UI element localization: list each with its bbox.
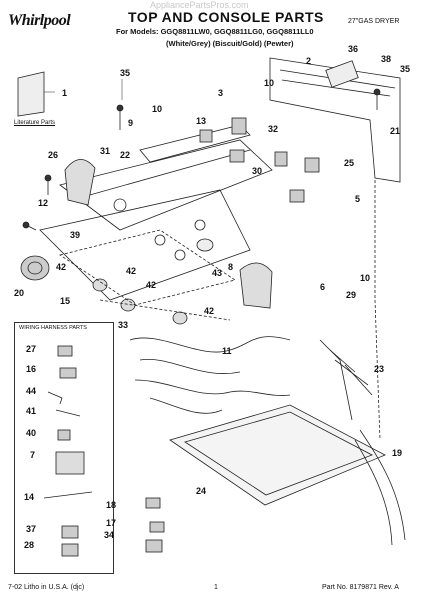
- callout-39: 39: [70, 230, 81, 240]
- switch-32: [274, 151, 288, 167]
- callout-28: 28: [24, 540, 35, 550]
- callout-5: 5: [355, 194, 361, 204]
- product-label: 27"GAS DRYER: [348, 18, 400, 25]
- switch-3: [231, 117, 247, 135]
- callout-15: 15: [60, 296, 71, 306]
- callout-42b: 42: [126, 266, 137, 276]
- callout-2: 2: [306, 56, 312, 66]
- models-line: For Models: GGQ8811LW0, GGQ8811LG0, GGQ8…: [116, 27, 314, 36]
- callout-30: 30: [252, 166, 263, 176]
- callout-37: 37: [26, 524, 37, 534]
- callout-11: 11: [222, 346, 232, 356]
- switch-5: [289, 189, 305, 203]
- callout-43: 43: [212, 268, 223, 278]
- callout-44: 44: [26, 386, 37, 396]
- callout-27: 27: [26, 344, 37, 354]
- callout-19: 19: [392, 448, 403, 458]
- callout-3: 3: [218, 88, 224, 98]
- brand-logo: Whirlpool: [8, 12, 71, 29]
- callout-41: 41: [26, 406, 37, 416]
- callout-35a: 35: [120, 68, 131, 78]
- console-lower-panel: [39, 189, 251, 301]
- callout-13: 13: [196, 116, 207, 126]
- callout-12: 12: [38, 198, 49, 208]
- footer-litho: 7-02 Litho in U.S.A. (djc): [8, 584, 85, 591]
- callout-22: 22: [120, 150, 131, 160]
- callout-7: 7: [30, 450, 36, 460]
- callout-10b: 10: [264, 78, 275, 88]
- callout-8: 8: [228, 262, 234, 272]
- callout-20: 20: [14, 288, 25, 298]
- wiring-harness-box: WIRING HARNESS PARTS: [14, 322, 114, 574]
- switch-13: [199, 129, 213, 143]
- literature-booklet: [17, 71, 45, 117]
- top-panel: [169, 404, 386, 506]
- callout-21: 21: [390, 126, 401, 136]
- switch-25: [304, 157, 320, 173]
- callout-9: 9: [128, 118, 134, 128]
- console-back-panel: [269, 57, 401, 183]
- callout-10a: 10: [152, 104, 163, 114]
- callout-34: 34: [104, 530, 115, 540]
- callout-42d: 42: [204, 306, 215, 316]
- callout-42a: 42: [56, 262, 67, 272]
- callout-31: 31: [100, 146, 111, 156]
- callout-36: 36: [348, 44, 359, 54]
- badge: [325, 60, 359, 88]
- footer-part-number: Part No. 8179871 Rev. A: [322, 584, 399, 591]
- callout-29: 29: [346, 290, 357, 300]
- switch-30: [229, 149, 245, 163]
- callout-32: 32: [268, 124, 279, 134]
- console-front: [59, 139, 273, 231]
- callout-35b: 35: [400, 64, 411, 74]
- end-cap-right: [239, 262, 273, 309]
- callout-1: 1: [62, 88, 68, 98]
- callout-14: 14: [24, 492, 35, 502]
- page-title: TOP AND CONSOLE PARTS: [128, 9, 324, 25]
- harness-19: [359, 429, 406, 541]
- callout-10c: 10: [360, 273, 371, 283]
- callout-38: 38: [381, 54, 392, 64]
- callout-26: 26: [48, 150, 59, 160]
- callout-16: 16: [26, 364, 37, 374]
- footer-page-number: 1: [214, 584, 218, 591]
- callout-18: 18: [106, 500, 117, 510]
- callout-42c: 42: [146, 280, 157, 290]
- callout-17: 17: [106, 518, 117, 528]
- callout-40: 40: [26, 428, 37, 438]
- callout-23: 23: [374, 364, 385, 374]
- callout-24: 24: [196, 486, 207, 496]
- literature-label: Literature Parts: [14, 120, 56, 126]
- end-cap-left: [64, 159, 96, 206]
- wiring-harness: [129, 336, 291, 353]
- harness-title: WIRING HARNESS PARTS: [19, 325, 87, 331]
- timer-knob: [20, 255, 50, 281]
- callout-25: 25: [344, 158, 355, 168]
- colors-line: (White/Grey) (Biscuit/Gold) (Pewter): [166, 39, 294, 48]
- watermark: AppliancePartsPros.com: [150, 0, 249, 10]
- callout-33: 33: [118, 320, 129, 330]
- callout-6: 6: [320, 282, 326, 292]
